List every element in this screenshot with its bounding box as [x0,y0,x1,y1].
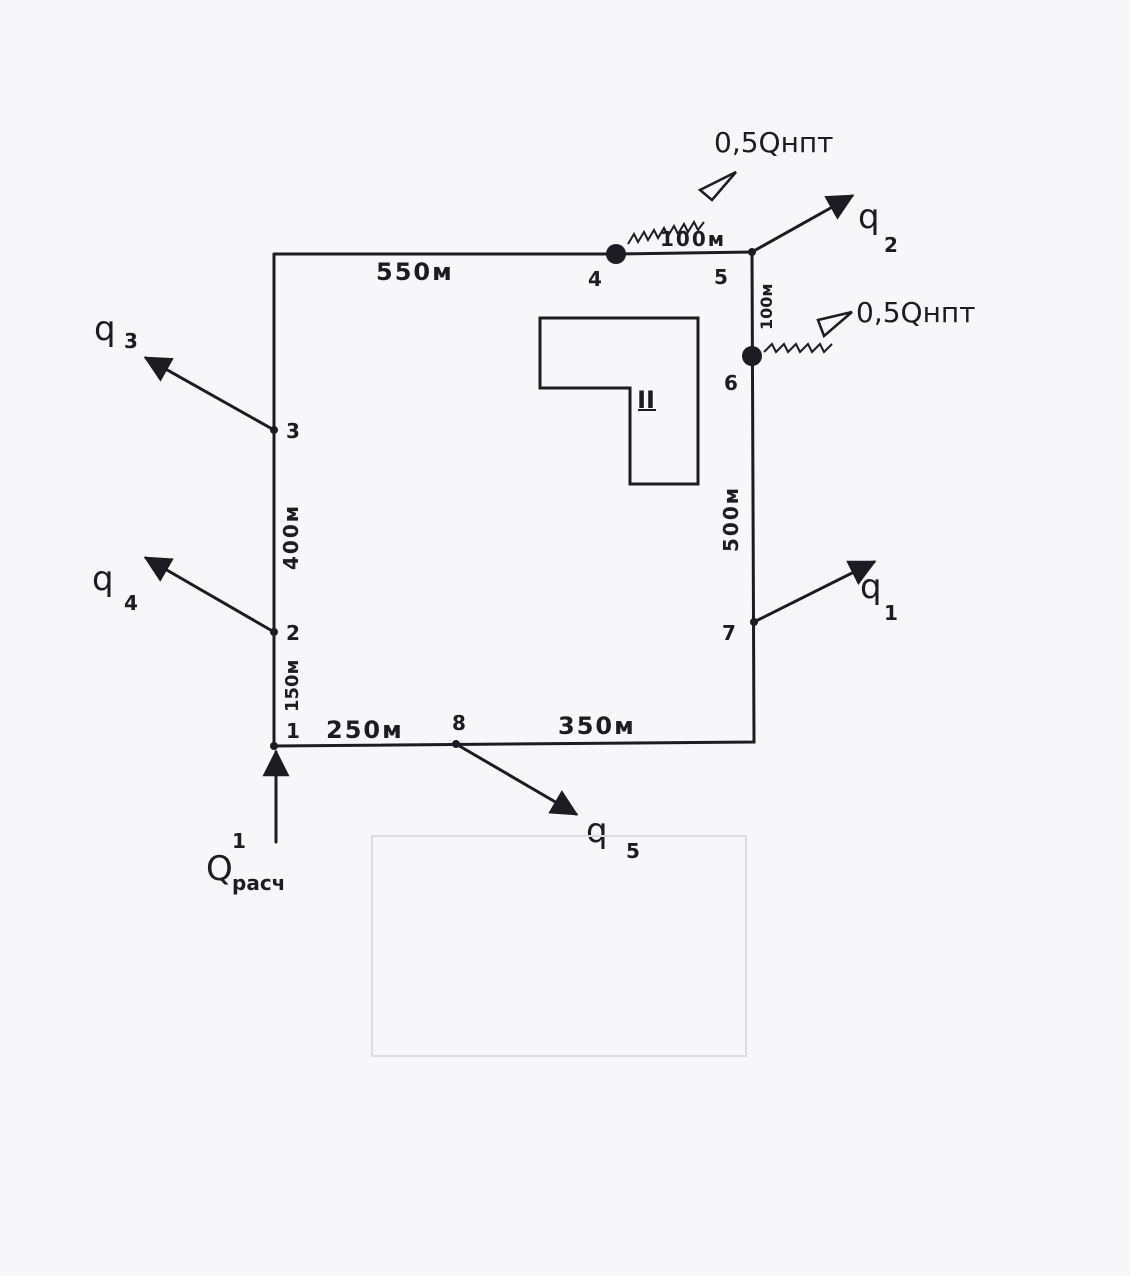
q3-arrow [143,356,276,432]
segment-top-left-label: 550м [376,258,454,286]
node-6-label: 6 [724,371,738,395]
q1-label: q 1 [860,567,898,625]
segment-top-right-label: 100м [660,227,726,251]
ring-main [272,250,756,748]
fire-flow-right-arrowhead [816,310,853,339]
svg-text:1: 1 [232,829,246,853]
svg-text:5: 5 [626,839,640,863]
q1-arrow [752,560,877,624]
q5-label: q 5 [586,811,640,863]
q2-arrow [750,194,855,254]
svg-text:q: q [94,309,116,349]
svg-text:2: 2 [884,233,898,257]
q2-label: q 2 [858,197,898,257]
segment-bottom-right-label: 350м [558,712,636,740]
svg-text:q: q [858,197,880,237]
building-outline [538,316,700,486]
q3-label: q 3 [94,309,138,353]
segment-left-upper-label: 400м [279,504,303,570]
q4-label: q 4 [92,559,138,615]
input-flow-label: 1 Q расч [206,829,285,895]
node-2-label: 2 [286,621,300,645]
faint-stamp-box [371,835,747,1057]
segment-bottom-left-label: 250м [326,716,404,744]
svg-text:q: q [860,567,882,607]
q4-arrow [143,556,276,634]
q5-arrow [454,742,579,816]
node-4-label: 4 [588,267,602,291]
svg-text:4: 4 [124,591,138,615]
svg-text:1: 1 [884,601,898,625]
fire-flow-top-label: 0,5Qнпт [714,126,834,159]
node-4-hydrant [606,244,626,264]
node-1-label: 1 [286,719,300,743]
node-3-label: 3 [286,419,300,443]
segment-left-lower-label: 150м [282,660,303,712]
svg-text:q: q [92,559,114,599]
fire-flow-top-arrow [627,219,705,245]
svg-text:q: q [586,811,608,851]
svg-text:Q: Q [206,849,233,889]
segment-right-mid-label: 500м [719,486,743,552]
node-7-label: 7 [722,621,736,645]
node-5-label: 5 [714,265,728,289]
fire-flow-top-arrowhead [697,170,737,202]
svg-text:расч: расч [232,871,285,895]
node-6-hydrant [742,346,762,366]
node-8-label: 8 [452,711,466,735]
segment-right-top-label: 100м [757,284,776,330]
node-1-dot [270,742,278,750]
svg-text:3: 3 [124,329,138,353]
fire-flow-right-arrow [763,342,833,354]
fire-flow-right-label: 0,5Qнпт [856,296,976,329]
building-label: II [637,386,655,414]
